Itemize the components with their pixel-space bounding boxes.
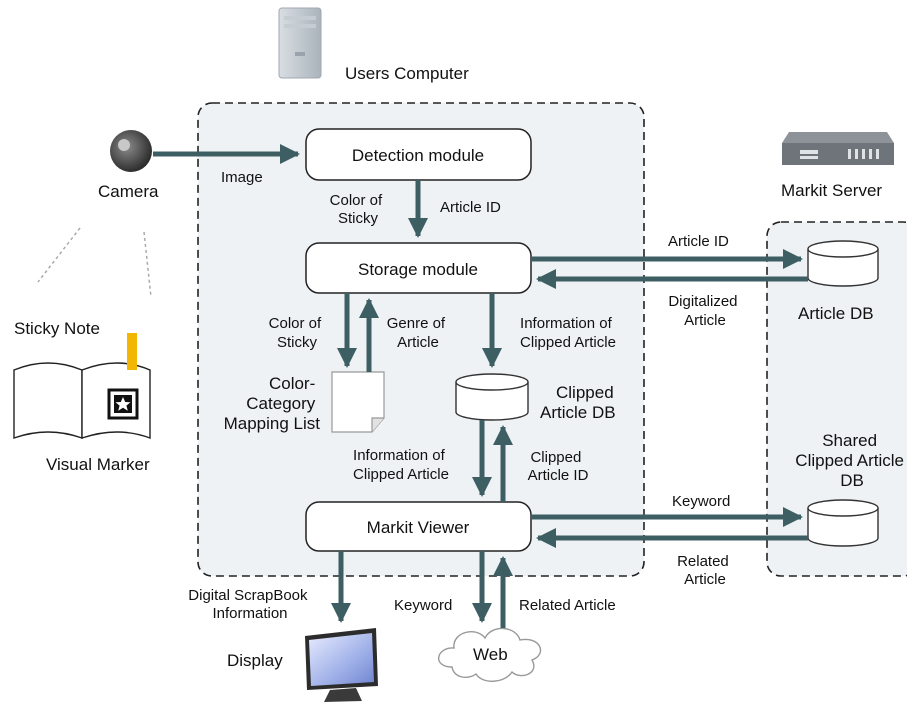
flow-label-digital-scrapbook: Digital ScrapBook Information [188,587,311,622]
flow-label-info-clipped-1-line1: Information of [520,315,613,332]
flow-label-info-clipped-2-line2: Clipped Article [353,466,449,483]
flow-label-info-clipped-2-line1: Information of [353,447,446,464]
camera-view-line-left [37,227,81,283]
visual-marker-label: Visual Marker [46,455,150,474]
display-monitor-icon [305,628,378,702]
markit-server-boundary [766,221,907,577]
shared-db-line-2: Clipped Article [795,451,904,470]
clipped-article-db-cylinder [455,373,529,421]
flow-label-color-of-sticky-1-line2: Sticky [338,210,379,227]
web-cloud-icon [438,627,542,682]
clipped-article-db-line-2: Article DB [540,403,616,422]
shared-db-cylinder [807,499,879,547]
users-computer-label: Users Computer [345,64,469,83]
flow-label-image: Image [221,169,263,186]
flow-label-clipped-id-line2: Article ID [528,467,589,484]
sticky-note-label: Sticky Note [14,319,100,338]
flow-label-related-article-1: Related Article [677,553,733,588]
color-category-line-1: Color- [269,374,315,393]
flow-label-related-1-line2: Article [684,571,726,588]
visual-marker-icon [107,388,139,420]
flow-label-digitalized-line2: Article [684,312,726,329]
flow-label-related-1-line1: Related [677,553,729,570]
flow-label-scrapbook-line2: Information [212,605,287,622]
flow-label-info-clipped-1: Information of Clipped Article [520,315,616,351]
storage-module-label: Storage module [358,260,478,279]
flow-label-keyword-1: Keyword [672,493,730,510]
camera-view-line-right [143,231,152,298]
flow-label-clipped-article-id: Clipped Article ID [528,449,589,484]
shared-db-label: Shared Clipped Article DB [795,431,907,490]
flow-label-keyword-2: Keyword [394,597,452,614]
display-label: Display [227,651,283,670]
camera-icon [110,130,152,172]
flow-label-color-of-sticky-1-line1: Color of [330,192,383,209]
camera-label: Camera [98,182,159,201]
article-db-label: Article DB [798,304,874,323]
users-computer-boundary [197,102,645,577]
clipped-article-db-line-1: Clipped [556,383,614,402]
flow-label-info-clipped-1-line2: Clipped Article [520,334,616,351]
flow-label-color-of-sticky-1: Color of Sticky [330,192,387,227]
shared-db-line-1: Shared [822,431,877,450]
flow-label-color-of-sticky-2-line1: Color of [269,315,322,332]
flow-label-related-article-2: Related Article [519,597,616,614]
markit-viewer-box [305,501,532,552]
article-db-cylinder [807,240,879,287]
sticky-note [127,333,137,370]
flow-label-digitalized-line1: Digitalized [668,293,737,310]
flow-label-scrapbook-line1: Digital ScrapBook [188,587,308,604]
detection-module-label: Detection module [352,146,484,165]
clipped-article-db-label: Clipped Article DB [540,383,618,422]
storage-module-box [305,242,532,294]
flow-label-info-clipped-2: Information of Clipped Article [353,447,449,483]
flow-label-genre-line2: Article [397,334,439,351]
server-icon [782,132,894,165]
flow-label-article-id-1: Article ID [440,199,501,216]
color-category-line-3: Mapping List [224,414,321,433]
markit-viewer-label: Markit Viewer [367,518,470,537]
web-label: Web [473,645,508,664]
markit-server-label: Markit Server [781,181,882,200]
flow-label-article-id-2: Article ID [668,233,729,250]
flow-label-color-of-sticky-2-line2: Sticky [277,334,318,351]
shared-db-line-3: DB [840,471,864,490]
computer-tower-icon [278,7,322,79]
color-category-line-2: Category [246,394,315,413]
flow-label-clipped-id-line1: Clipped [530,449,581,466]
flow-label-digitalized-article: Digitalized Article [668,293,741,329]
flow-label-genre-of-article: Genre of Article [387,315,450,351]
color-category-list-label: Color- Category Mapping List [224,374,321,433]
flow-label-color-of-sticky-2: Color of Sticky [269,315,326,351]
flow-label-genre-line1: Genre of [387,315,446,332]
document-icon [331,371,385,433]
